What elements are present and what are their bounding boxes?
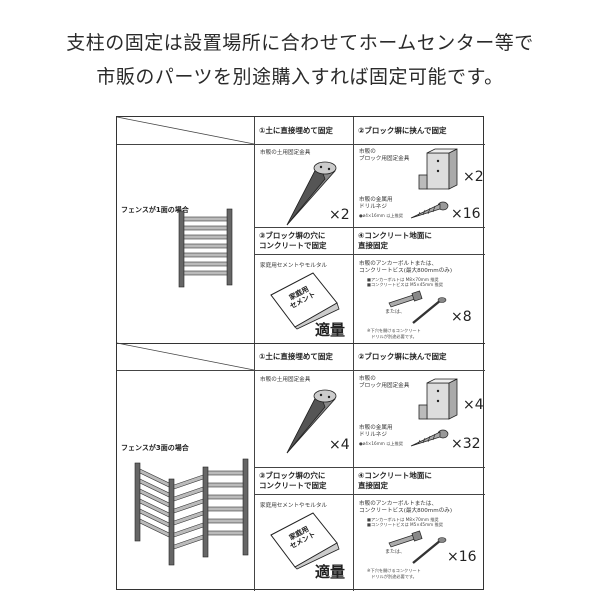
s1-option-4-header: ④コンクリート地面に 直接固定 xyxy=(358,231,432,250)
anchor-bolt-icon xyxy=(388,530,423,548)
s2-option-4-note-2: ■コンクリートビスは M5×45mm 推奨 xyxy=(367,522,443,527)
block-bracket-icon xyxy=(418,148,458,190)
s1-option-1-caption: 市販の土用固定金具 xyxy=(260,150,311,156)
ground-spike-icon xyxy=(286,389,337,454)
block-bracket-icon xyxy=(418,378,458,420)
cement-bag-icon xyxy=(270,272,340,330)
s2-option-3-qty: 適量 xyxy=(315,563,346,581)
s1-option-2-qty: ×2 xyxy=(463,169,484,185)
header-diagonal-top xyxy=(117,117,255,145)
cement-bag-icon xyxy=(270,512,340,570)
headline-line-1: 支柱の固定は設置場所に合わせてホームセンター等で xyxy=(66,32,534,54)
s2-option-3-caption: 家庭用セメントやモルタル xyxy=(260,503,328,509)
fence-3-panel-illustration xyxy=(134,458,249,566)
headline-line-2: 市販のパーツを別途購入すれば固定可能です。 xyxy=(96,66,504,88)
s1-option-1-header: ①土に直接埋めて固定 xyxy=(259,126,333,135)
anchor-bolt-icon xyxy=(388,290,423,308)
s2-option-1-caption: 市販の土用固定金具 xyxy=(260,377,311,383)
concrete-screw-icon xyxy=(412,297,447,324)
s1-option-4-qty: ×8 xyxy=(451,309,472,325)
s2-option-2-screw-caption: 市販の金属用 ドリルネジ xyxy=(359,425,393,438)
s2-option-4-caption: 市販のアンカーボルトまたは、 コンクリートビス(最大800mmのみ) xyxy=(359,501,453,514)
s1-option-3-header: ③ブロック塀の穴に コンクリートで固定 xyxy=(259,231,327,250)
s2-option-4-note-1: ■アンカーボルトは M8×70mm 推奨 xyxy=(367,517,439,522)
s1-option-2-header: ②ブロック塀に挟んで固定 xyxy=(358,126,447,135)
s1-option-4-note-2: ■コンクリートビスは M5×45mm 推奨 xyxy=(367,282,443,287)
s1-option-1-qty: ×2 xyxy=(329,207,350,223)
s1-option-2-screw-caption: 市販の金属用 ドリルネジ xyxy=(359,197,393,210)
s2-option-4-header: ④コンクリート地面に 直接固定 xyxy=(358,471,432,490)
concrete-screw-icon xyxy=(412,537,447,564)
header-diagonal-bottom xyxy=(117,342,255,371)
s2-option-2-caption: 市販の ブロック用固定金具 xyxy=(359,376,410,389)
s2-option-4-or-text: または、 xyxy=(385,549,406,555)
s2-option-1-header: ①土に直接埋めて固定 xyxy=(259,352,333,361)
s1-option-2-screw-note: ●ø4×16mm 以上推奨 xyxy=(359,213,403,218)
s1-option-2-caption: 市販の ブロック用固定金具 xyxy=(359,149,410,162)
fence-1-panel-illustration xyxy=(178,208,233,288)
s2-option-2-qty: ×4 xyxy=(463,397,484,413)
s2-option-3-header: ③ブロック塀の穴に コンクリートで固定 xyxy=(259,471,327,490)
fixing-method-table: フェンスが1面の場合 ①土に直接埋めて固定 市販の土用固定金具 ×2 ②ブロック… xyxy=(116,116,485,591)
s1-option-3-caption: 家庭用セメントやモルタル xyxy=(260,263,328,269)
s2-option-4-qty: ×16 xyxy=(447,549,477,565)
section-1-label: フェンスが1面の場合 xyxy=(121,206,189,214)
s1-option-4-caption: 市販のアンカーボルトまたは、 コンクリートビス(最大800mmのみ) xyxy=(359,261,453,274)
section-2-label: フェンスが3面の場合 xyxy=(121,444,189,452)
s2-option-2-screw-qty: ×32 xyxy=(451,436,481,452)
drill-screw-icon xyxy=(410,201,449,219)
s2-option-2-header: ②ブロック塀に挟んで固定 xyxy=(358,352,447,361)
s1-option-4-note-1: ■アンカーボルトは M8×70mm 推奨 xyxy=(367,277,439,282)
ground-spike-icon xyxy=(286,161,337,226)
s2-option-4-footnote: ※下穴を開けるコンクリート ドリルが別途必要です。 xyxy=(367,568,421,579)
s2-option-1-qty: ×4 xyxy=(329,437,350,453)
s1-option-3-qty: 適量 xyxy=(315,321,346,339)
drill-screw-icon xyxy=(410,429,449,447)
s2-option-2-screw-note: ●ø4×16mm 以上推奨 xyxy=(359,441,403,446)
s1-option-4-footnote: ※下穴を開けるコンクリート ドリルが別途必要です。 xyxy=(367,328,421,339)
s1-option-2-screw-qty: ×16 xyxy=(451,206,481,222)
s1-option-4-or-text: または、 xyxy=(385,309,406,315)
